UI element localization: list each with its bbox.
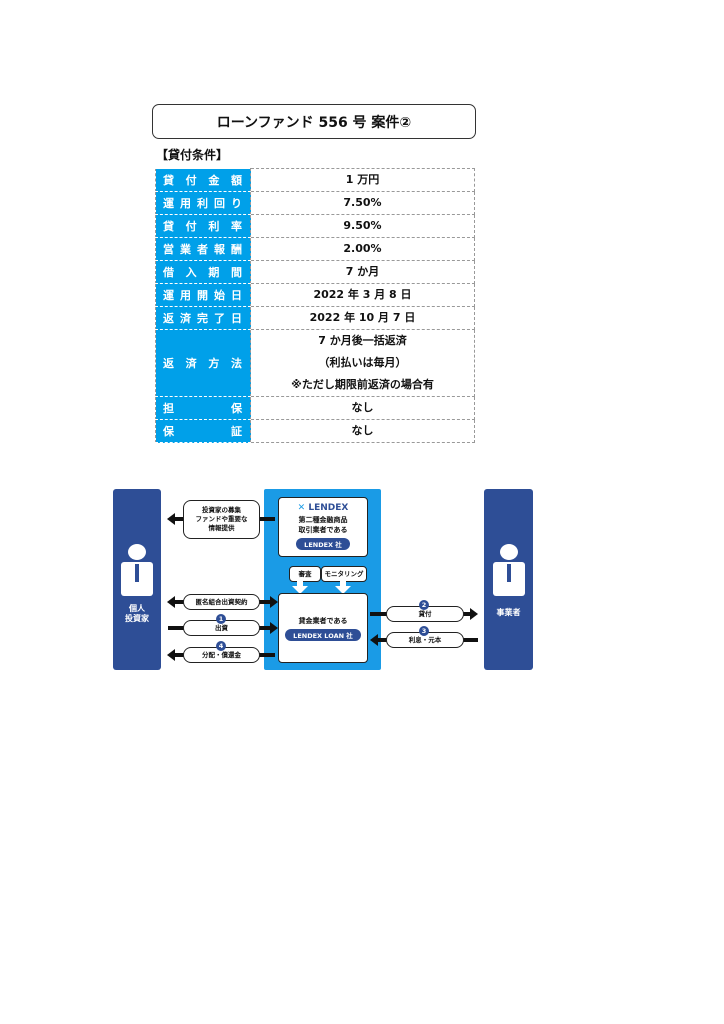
business-panel: 事業者 <box>484 489 533 670</box>
investor-panel: 個人投資家 <box>113 489 161 670</box>
lendex-pill: LENDEX 社 <box>296 538 350 550</box>
person-icon <box>121 544 153 596</box>
term-value-line: 2.00% <box>343 242 382 255</box>
fund-title: ローンファンド 556 号 案件② <box>152 104 476 139</box>
term-label: 担保 <box>155 396 251 420</box>
term-label: 運用開始日 <box>155 283 251 307</box>
term-value-line: （利払いは毎月） <box>318 356 407 369</box>
step-number: 1 <box>216 614 226 624</box>
term-value-line: なし <box>351 401 374 414</box>
table-row: 運用利回り 7.50% <box>155 191 475 215</box>
term-label: 貸付金額 <box>155 168 251 192</box>
monitoring-label: モニタリング <box>321 566 367 582</box>
term-label: 貸付利率 <box>155 214 251 238</box>
term-value-line: ※ただし期限前返済の場合有 <box>291 378 434 391</box>
step-number: 3 <box>419 626 429 636</box>
term-value: なし <box>250 419 475 443</box>
term-label: 運用利回り <box>155 191 251 215</box>
lendex-box: ✕ LENDEX 第二種金融商品 取引業者である LENDEX 社 <box>278 497 368 557</box>
arrow-right-icon <box>270 622 278 634</box>
term-value-line: 7 か月 <box>345 265 380 278</box>
table-row: 運用開始日 2022 年 3 月 8 日 <box>155 283 475 307</box>
arrow-right-icon <box>470 608 478 620</box>
term-value-line: 7.50% <box>343 196 382 209</box>
term-value-line: なし <box>351 424 374 437</box>
term-value: 1 万円 <box>250 168 475 192</box>
term-value-line: 2022 年 10 月 7 日 <box>309 311 416 324</box>
term-label: 営業者報酬 <box>155 237 251 261</box>
term-value: 7 か月 <box>250 260 475 284</box>
table-row: 保証 なし <box>155 419 475 443</box>
term-value: なし <box>250 396 475 420</box>
screening-label: 審査 <box>289 566 321 582</box>
loan-terms-table: 貸付金額 1 万円運用利回り 7.50% 貸付利率 9.50% 営業者報酬 2.00% 借入期… <box>155 168 475 443</box>
term-label: 返済方法 <box>155 329 251 397</box>
info-bubble: 投資家の募集ファンドや重要な情報提供 <box>183 500 260 539</box>
table-row: 返済方法 7 か月後一括返済 （利払いは毎月） ※ただし期限前返済の場合有 <box>155 329 475 397</box>
business-label: 事業者 <box>496 608 521 617</box>
table-row: 営業者報酬 2.00% <box>155 237 475 261</box>
term-value: 2022 年 3 月 8 日 <box>250 283 475 307</box>
term-value: 7 か月後一括返済 （利払いは毎月） ※ただし期限前返済の場合有 <box>250 329 475 397</box>
table-row: 借入期間 7 か月 <box>155 260 475 284</box>
table-row: 貸付利率 9.50% <box>155 214 475 238</box>
step-number: 4 <box>216 641 226 651</box>
person-icon <box>492 544 525 596</box>
contract-bubble: 匿名組合出資契約 <box>183 594 260 610</box>
investor-label: 投資家 <box>125 614 149 623</box>
arrow-left-icon <box>167 513 175 525</box>
term-value-line: 9.50% <box>343 219 382 232</box>
arrow-left-icon <box>167 596 175 608</box>
investor-label: 個人 <box>129 604 145 613</box>
loan-desc: 貸金業者である <box>298 617 348 625</box>
table-row: 貸付金額 1 万円 <box>155 168 475 192</box>
term-label: 借入期間 <box>155 260 251 284</box>
lendex-desc: 第二種金融商品 <box>298 516 348 524</box>
term-value: 2022 年 10 月 7 日 <box>250 306 475 330</box>
lendex-loan-box: 貸金業者である LENDEX LOAN 社 <box>278 593 368 663</box>
term-value-line: 7 か月後一括返済 <box>318 334 407 347</box>
term-value: 9.50% <box>250 214 475 238</box>
term-value: 2.00% <box>250 237 475 261</box>
term-value-line: 2022 年 3 月 8 日 <box>313 288 412 301</box>
term-label: 返済完了日 <box>155 306 251 330</box>
arrow-left-icon <box>167 649 175 661</box>
lendex-loan-pill: LENDEX LOAN 社 <box>285 629 361 641</box>
term-value-line: 1 万円 <box>345 173 380 186</box>
term-label: 保証 <box>155 419 251 443</box>
section-heading: 【貸付条件】 <box>156 148 229 162</box>
table-row: 担保 なし <box>155 396 475 420</box>
lendex-desc: 取引業者である <box>298 526 348 534</box>
step-number: 2 <box>419 600 429 610</box>
arrow-right-icon <box>270 596 278 608</box>
lendex-logo-icon: ✕ <box>297 503 306 513</box>
arrow-left-icon <box>370 634 378 646</box>
invest-bubble: 出資 <box>183 620 260 636</box>
lendex-logo: ✕ LENDEX <box>297 503 349 513</box>
term-value: 7.50% <box>250 191 475 215</box>
arrow-down-icon <box>335 586 351 594</box>
arrow-down-icon <box>292 586 308 594</box>
table-row: 返済完了日 2022 年 10 月 7 日 <box>155 306 475 330</box>
